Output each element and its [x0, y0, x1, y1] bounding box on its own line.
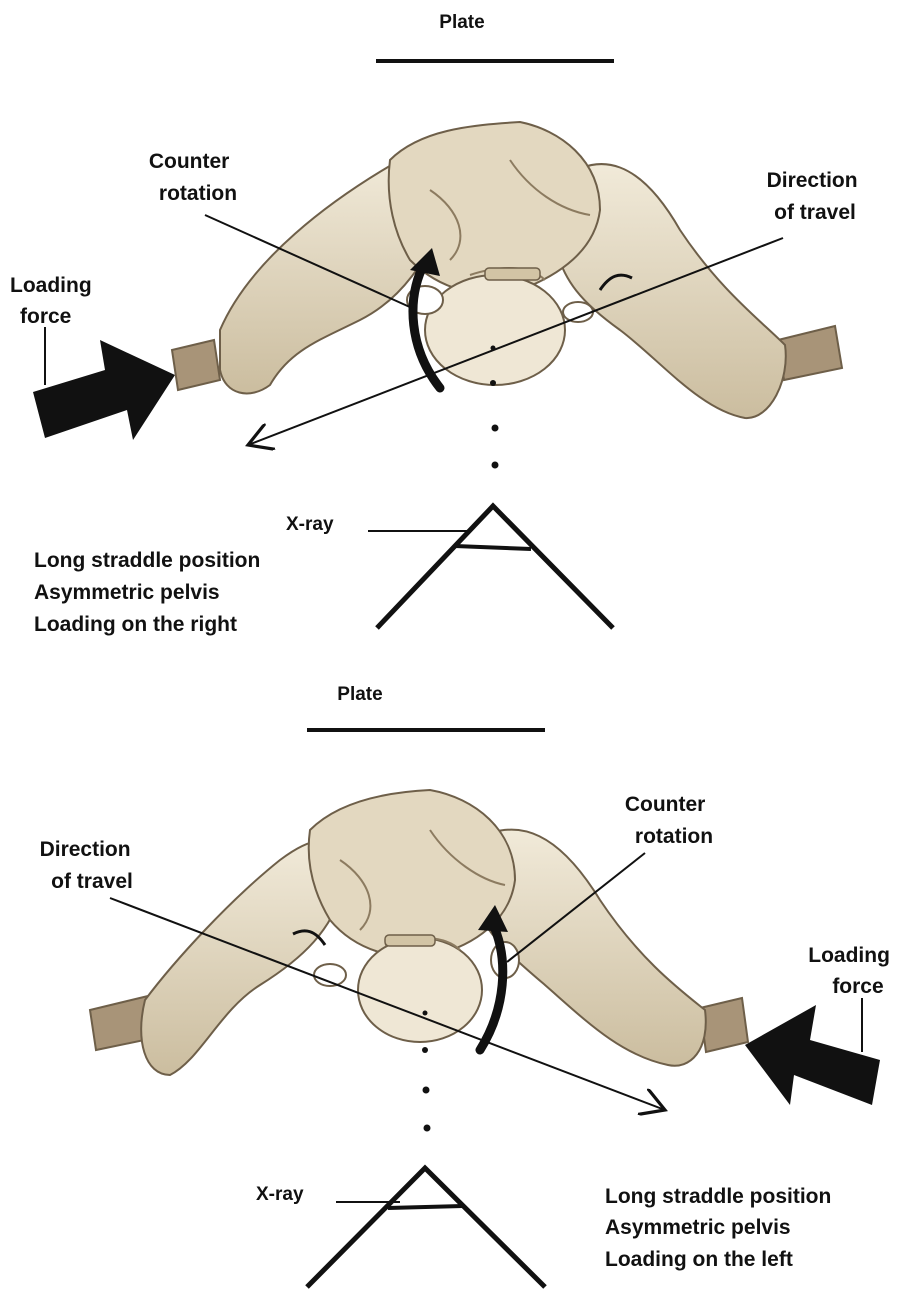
direction-of-travel-label: Direction of travel	[40, 838, 137, 893]
xray-source	[377, 506, 613, 628]
direction-of-travel-label: Direction of travel	[767, 169, 864, 224]
counter-rotation-label: Counter rotation	[625, 793, 713, 848]
xray-label: X-ray	[256, 1184, 304, 1205]
caption-top: Long straddle position Asymmetric pelvis…	[34, 549, 266, 636]
xray-source	[307, 1168, 545, 1287]
counter-rotation-label: Counter rotation	[149, 150, 237, 205]
pelvis-illustration	[172, 122, 842, 418]
loading-force-arrow	[33, 340, 175, 440]
panel-bottom: Plate Counter rotation	[40, 684, 896, 1287]
loading-force-arrow	[745, 1005, 880, 1105]
caption-bottom: Long straddle position Asymmetric pelvis…	[605, 1185, 837, 1271]
plate-label: Plate	[337, 684, 382, 705]
loading-force-label: Loading force	[10, 274, 98, 328]
panel-top: Plate Counter	[10, 12, 863, 636]
loading-force-label: Loading force	[808, 944, 896, 998]
plate-label: Plate	[439, 12, 484, 33]
counter-rotation-arrow	[480, 922, 503, 1050]
xray-label: X-ray	[286, 514, 334, 535]
